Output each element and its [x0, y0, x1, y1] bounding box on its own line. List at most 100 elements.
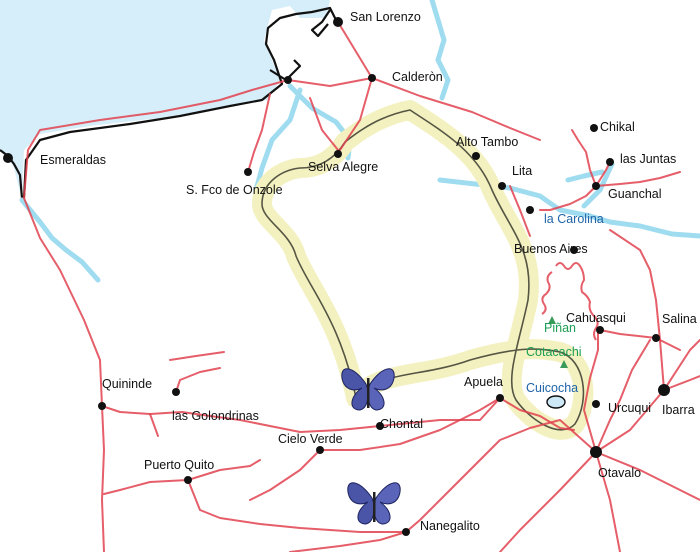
coastline: [22, 6, 339, 199]
road: [339, 77, 373, 151]
road: [287, 21, 373, 87]
label-calderon: Calderòn: [392, 70, 443, 84]
town-dot-icon: [316, 446, 324, 454]
road: [595, 171, 681, 187]
road: [149, 413, 159, 437]
mountain-range-outline: [261, 109, 585, 431]
road: [23, 197, 103, 407]
label-las-golondrinas: las Golondrinas: [172, 409, 259, 423]
volcano-icon: [548, 316, 556, 324]
town-dot-icon: [498, 182, 506, 190]
road: [595, 339, 651, 453]
town-dot-icon: [402, 528, 410, 536]
butterfly-icon: [347, 482, 401, 525]
town-dot-icon: [570, 246, 578, 254]
coastline: [310, 9, 331, 38]
road: [595, 451, 621, 552]
river: [437, 177, 700, 239]
road: [289, 531, 407, 552]
town-dot-icon: [172, 388, 180, 396]
river: [253, 87, 303, 193]
label-chikal: Chikal: [600, 120, 635, 134]
river: [565, 169, 605, 183]
river: [581, 161, 615, 209]
town-dot-icon: [590, 446, 602, 458]
town-dot-icon: [592, 182, 600, 190]
road: [187, 459, 261, 481]
label-buenos-aires: Buenos Aires: [514, 242, 588, 256]
road: [583, 329, 599, 453]
road: [663, 375, 700, 391]
road: [249, 449, 321, 501]
label-pinan: Piñan: [544, 321, 576, 335]
town-dot-icon: [590, 124, 598, 132]
road: [539, 185, 597, 211]
label-selva-alegre: Selva Alegre: [308, 160, 378, 174]
road: [509, 185, 531, 237]
road: [247, 93, 271, 173]
rivers: [19, 0, 700, 283]
town-dot-icon: [368, 74, 376, 82]
road: [187, 479, 407, 533]
town-dot-icon: [496, 394, 504, 402]
road: [541, 262, 599, 341]
town-dot-icon: [658, 384, 670, 396]
label-apuela: Apuela: [464, 375, 503, 389]
label-cotacachi: Cotacachi: [526, 345, 582, 359]
label-las-juntas: las Juntas: [620, 152, 676, 166]
road: [571, 129, 597, 187]
road: [101, 405, 105, 552]
road: [101, 397, 501, 433]
town-dot-icon: [472, 152, 480, 160]
label-salinas: Salina: [662, 312, 697, 326]
lake-cuicocha: [546, 395, 566, 409]
town-dot-icon: [334, 150, 342, 158]
town-dot-icon: [596, 326, 604, 334]
label-san-lorenzo: San Lorenzo: [350, 10, 421, 24]
town-dot-icon: [592, 400, 600, 408]
label-alto-tambo: Alto Tambo: [456, 135, 518, 149]
roads: [23, 21, 700, 552]
town-dot-icon: [244, 168, 252, 176]
road: [23, 79, 289, 199]
road: [103, 479, 189, 495]
road: [595, 451, 700, 501]
river: [19, 197, 101, 283]
town-dot-icon: [98, 402, 106, 410]
label-esmeraldas: Esmeraldas: [40, 153, 106, 167]
label-puerto-quito: Puerto Quito: [144, 458, 214, 472]
road: [609, 229, 665, 391]
label-cuicocha: Cuicocha: [526, 381, 578, 395]
road: [595, 339, 700, 453]
label-otavalo: Otavalo: [598, 466, 641, 480]
town-dot-icon: [333, 17, 343, 27]
sea: [0, 0, 330, 200]
road: [499, 451, 597, 552]
road: [371, 77, 541, 141]
road: [599, 329, 681, 351]
road: [169, 351, 225, 361]
label-quininde: Quininde: [102, 377, 152, 391]
label-cielo-verde: Cielo Verde: [278, 432, 343, 446]
label-nanegalito: Nanegalito: [420, 519, 480, 533]
town-dot-icon: [184, 476, 192, 484]
town-dot-icon: [3, 153, 13, 163]
label-urcuqui: Urcuqui: [608, 401, 651, 415]
label-cahuasqui: Cahuasqui: [566, 311, 626, 325]
road: [309, 97, 339, 151]
label-guanchal: Guanchal: [608, 187, 662, 201]
town-dot-icon: [526, 206, 534, 214]
label-la-carolina: la Carolina: [544, 212, 604, 226]
town-labels: San Lorenzo Calderòn Esmeraldas Selva Al…: [40, 10, 697, 533]
label-ibarra: Ibarra: [662, 403, 695, 417]
town-dot-icon: [652, 334, 660, 342]
label-s-fco-de-onzole: S. Fco de Onzole: [186, 183, 283, 197]
road: [319, 397, 501, 451]
label-chontal: Chontal: [380, 417, 423, 431]
volcano-icon: [560, 360, 568, 368]
butterfly-icon: [341, 368, 395, 411]
coastline: [269, 59, 302, 82]
road: [499, 397, 575, 431]
